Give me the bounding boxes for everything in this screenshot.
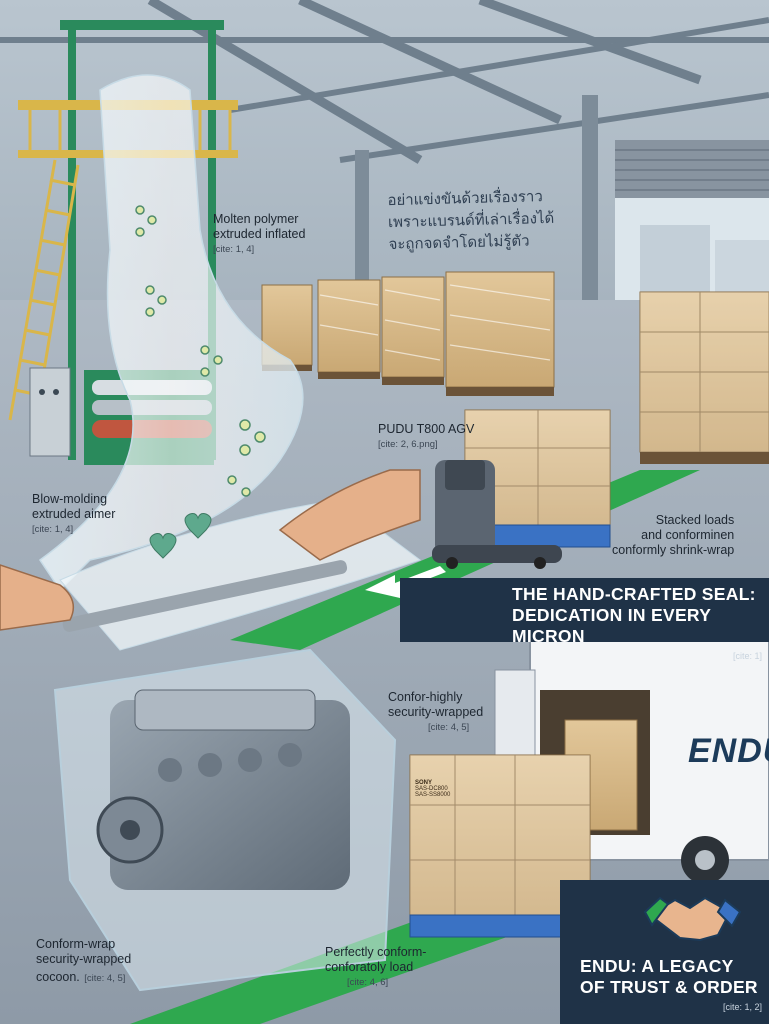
heart-icon (149, 513, 212, 559)
banner-title: THE HAND-CRAFTED SEAL: (512, 584, 756, 604)
plastic-film-bubble (38, 74, 304, 592)
label-text: Perfectly conform- (325, 945, 427, 959)
label-agv: PUDU T800 AGV [cite: 2, 6.png] (378, 422, 474, 450)
citation: [cite: 1] (732, 651, 762, 661)
label-text: PUDU T800 AGV (378, 422, 475, 436)
label-blow-molding: Blow-molding extruded aimer [cite: 1, 4] (32, 492, 115, 535)
banner-hand-crafted-seal: THE HAND-CRAFTED SEAL: DEDICATION IN EVE… (512, 584, 762, 661)
handshake-icon (643, 896, 742, 942)
citation: [cite: 4, 6] (347, 977, 389, 988)
sealing-bar (62, 560, 348, 632)
agv-pallet (432, 409, 611, 569)
label-text: conforatoly load (325, 960, 414, 974)
banner-title: DEDICATION IN EVERY MICRON (512, 605, 711, 646)
citation: [cite: 1, 4] (32, 524, 74, 535)
label-cocoon: Conform-wrap security-wrapped cocoon. [c… (36, 937, 131, 986)
control-panel (29, 367, 71, 457)
hands (0, 469, 421, 631)
wrapped-engine (53, 648, 397, 992)
label-text: Conform-wrap (36, 937, 116, 951)
box-brand: SONY (415, 780, 433, 786)
citation: [cite: 4, 5] (84, 973, 126, 984)
label-text: security-wrapped (388, 705, 484, 719)
thai-slogan: อย่าแข่งขันด้วยเรื่องราว เพราะแบรนด์ที่เ… (387, 186, 555, 256)
truck-logo: ENDU (688, 732, 769, 771)
citation: [cite: 2, 6.png] (378, 439, 438, 450)
slogan-line: เพราะแบรนด์ที่เล่าเรื่องได้ (387, 208, 555, 231)
label-text: Blow-molding (32, 492, 108, 506)
label-text: conformly shrink-wrap (612, 543, 735, 557)
banner-endu-legacy: ENDU: A LEGACY OF TRUST & ORDER [cite: 1… (580, 956, 762, 1012)
label-text: extruded aimer (32, 507, 116, 521)
banner-title: ENDU: A LEGACY (580, 956, 734, 976)
label-text: extruded inflated (213, 227, 306, 241)
box-print: SONY SAS-DC800 SAS-SS8000 (415, 780, 450, 798)
truck-logo-text: ENDU (688, 732, 769, 770)
label-stacked-loads: Stacked loads and conforminen conformly … (612, 513, 734, 558)
label-molten-polymer: Molten polymer extruded inflated [cite: … (213, 212, 305, 255)
background-pallets (261, 271, 555, 396)
label-text: security-wrapped (36, 952, 132, 966)
slogan-line: จะถูกจดจำโดยไม่รู้ตัว (388, 230, 530, 253)
label-confor-highly: Confor-highly security-wrapped [cite: 4,… (388, 690, 483, 733)
banner-top-bg (400, 578, 769, 642)
label-text: Stacked loads (655, 513, 735, 527)
label-perfect-load: Perfectly conform- conforatoly load [cit… (325, 945, 426, 988)
banner-title: OF TRUST & ORDER (580, 977, 758, 997)
box-code: SAS-SS8000 (415, 792, 451, 798)
label-text: cocoon. (36, 970, 80, 984)
citation: [cite: 4, 5] (428, 722, 470, 733)
label-text: and conforminen (641, 528, 735, 542)
molecule-icon (135, 205, 266, 497)
citation: [cite: 1, 4] (213, 244, 255, 255)
right-stacked-pallet (639, 291, 769, 464)
label-text: Molten polymer (213, 212, 299, 226)
citation: [cite: 1, 2] (722, 1002, 762, 1012)
label-text: Confor-highly (388, 690, 463, 704)
box-code: SAS-DC800 (415, 786, 448, 792)
